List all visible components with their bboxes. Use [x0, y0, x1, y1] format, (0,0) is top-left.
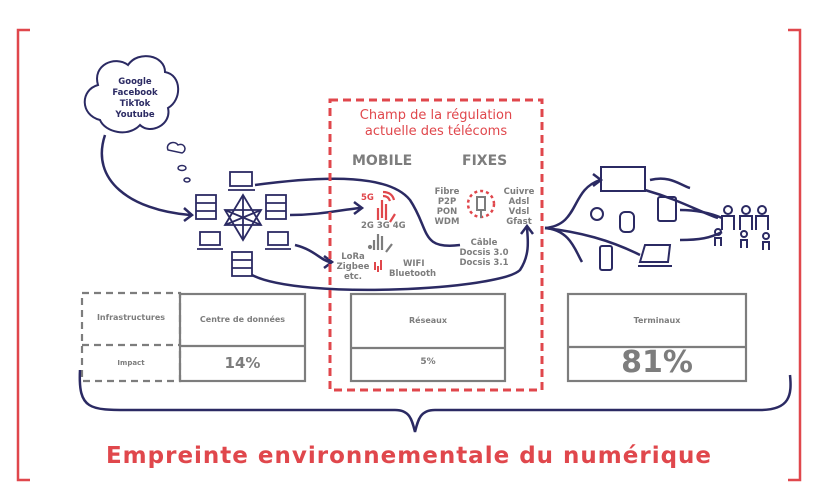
col-terminals: Terminaux	[633, 316, 681, 325]
mobile-label: MOBILE	[352, 153, 413, 169]
tech-bluetooth: Bluetooth	[389, 269, 437, 279]
copper-item: Vdsl	[508, 207, 530, 217]
tv-icon	[600, 166, 646, 192]
bottom-brace	[78, 369, 792, 433]
iot-zigbee: Zigbee	[336, 262, 370, 272]
tech-copper: Cuivre Adsl Vdsl Gfast	[500, 187, 538, 227]
impact-datacenter: 14%	[224, 354, 261, 372]
terminals-icons	[590, 166, 770, 271]
antenna-wifi-icon	[367, 234, 393, 253]
tech-5g: 5G	[361, 193, 374, 203]
regulation-box	[328, 98, 544, 392]
copper-item: Gfast	[506, 217, 532, 227]
tech-2g3g4g: 2G 3G 4G	[361, 221, 406, 231]
fiber-item: Fibre	[434, 187, 460, 197]
arrow-cloud-to-datacenter	[100, 134, 191, 217]
people-icon	[714, 205, 770, 250]
copper-item: Adsl	[508, 197, 530, 207]
regulation-title-line2: actuelle des télécoms	[364, 124, 508, 139]
service-google: Google	[118, 77, 152, 87]
regulation-title-line1: Champ de la régulation	[359, 108, 513, 123]
antenna-5g-icon	[376, 190, 396, 223]
col-datacenter: Centre de données	[199, 315, 286, 324]
col-networks: Réseaux	[408, 316, 448, 325]
tech-wifi: WIFI	[403, 259, 425, 269]
row-header-box	[80, 291, 182, 383]
copper-plug-icon	[466, 189, 496, 219]
tech-cable: Câble Docsis 3.0 Docsis 3.1	[458, 238, 510, 268]
watch-icon	[590, 207, 604, 221]
cloud-small-icon	[166, 141, 186, 154]
impact-networks: 5%	[420, 357, 436, 367]
fixed-label: FIXES	[462, 153, 508, 169]
row-header-infrastructures: Infrastructures	[96, 313, 166, 322]
regulation-title: Champ de la régulation actuelle des télé…	[330, 108, 542, 140]
speaker-icon	[619, 211, 635, 233]
bluetooth-icon	[374, 260, 382, 272]
cable-item: Docsis 3.0	[459, 248, 509, 258]
right-bracket	[788, 28, 802, 482]
impact-terminals: 81%	[621, 345, 693, 380]
fiber-item: PON	[436, 207, 458, 217]
footer-title: Empreinte environnementale du numérique	[105, 443, 713, 469]
fiber-item: WDM	[434, 217, 460, 227]
iot-etc: etc.	[343, 272, 363, 282]
laptop-icon	[638, 244, 672, 267]
datacenter-icon	[195, 171, 291, 277]
phone-icon	[599, 245, 613, 271]
left-bracket	[16, 28, 30, 482]
tech-iot: LoRa Zigbee etc.	[333, 252, 373, 282]
iot-lora: LoRa	[341, 252, 365, 262]
tablet-icon	[657, 196, 677, 222]
cable-item: Docsis 3.1	[459, 258, 509, 268]
service-tiktok: TikTok	[119, 99, 151, 109]
cable-item: Câble	[470, 238, 498, 248]
service-youtube: Youtube	[115, 110, 155, 120]
row-header-impact: Impact	[117, 359, 145, 367]
cloud-icon	[83, 55, 180, 134]
cloud-services: Google Facebook TikTok Youtube	[95, 77, 175, 121]
fiber-item: P2P	[437, 197, 457, 207]
copper-item: Cuivre	[503, 187, 535, 197]
tech-fiber: Fibre P2P PON WDM	[432, 187, 462, 227]
service-facebook: Facebook	[112, 88, 158, 98]
